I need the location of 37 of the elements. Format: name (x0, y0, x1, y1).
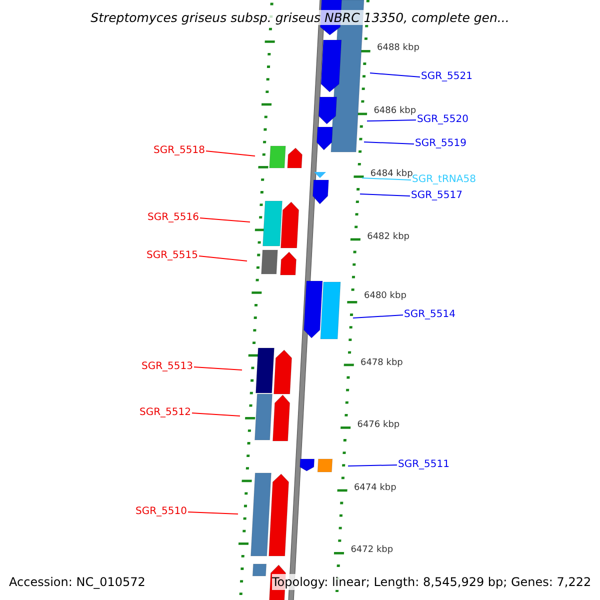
leader-line (364, 142, 414, 144)
leader-line (206, 150, 256, 156)
position-tick-label: 6480 kbp (364, 291, 406, 302)
leader-line (362, 178, 412, 180)
position-tick-label: 6476 kbp (357, 420, 400, 431)
accession-text: Accession: NC_010572 (9, 574, 146, 590)
position-tick-label: 6484 kbp (370, 169, 413, 179)
gene-label: SGR_5512 (138, 407, 192, 419)
gene-label: SGR_5513 (140, 361, 194, 373)
gene-label: SGR_tRNA58 (411, 174, 477, 186)
position-tick-label: 6474 kbp (354, 483, 396, 494)
leader-line (200, 218, 250, 222)
gene-label: SGR_5516 (146, 212, 200, 224)
position-tick-label: 6482 kbp (367, 232, 410, 243)
gene-label: SGR_5510 (134, 506, 188, 518)
position-tick-label: 6478 kbp (360, 358, 403, 369)
gene-label: SGR_5520 (416, 114, 470, 126)
position-tick-label: 6486 kbp (374, 106, 416, 117)
genome-summary-text: Topology: linear; Length: 8,545,929 bp; Genes: 7,222 (272, 574, 592, 590)
leader-line (194, 366, 242, 370)
gene-label: SGR_5521 (420, 71, 474, 83)
position-tick-label: 6472 kbp (350, 545, 394, 556)
leader-line (348, 464, 398, 466)
gene-label: SGR_5515 (146, 250, 199, 262)
position-tick-label: 6488 kbp (377, 43, 420, 54)
leader-line (198, 256, 248, 262)
gene-label: SGR_5511 (397, 459, 450, 471)
leader-line (360, 194, 410, 196)
leader-line (188, 512, 238, 514)
gene-label: SGR_5517 (410, 190, 464, 202)
leader-line (366, 120, 416, 122)
gene-label: SGR_5514 (403, 309, 456, 321)
leader-line (192, 412, 240, 416)
gene-label: SGR_5519 (414, 138, 468, 150)
gene-label: SGR_5518 (152, 145, 206, 157)
leader-line (370, 72, 420, 78)
leader-line (352, 314, 404, 318)
